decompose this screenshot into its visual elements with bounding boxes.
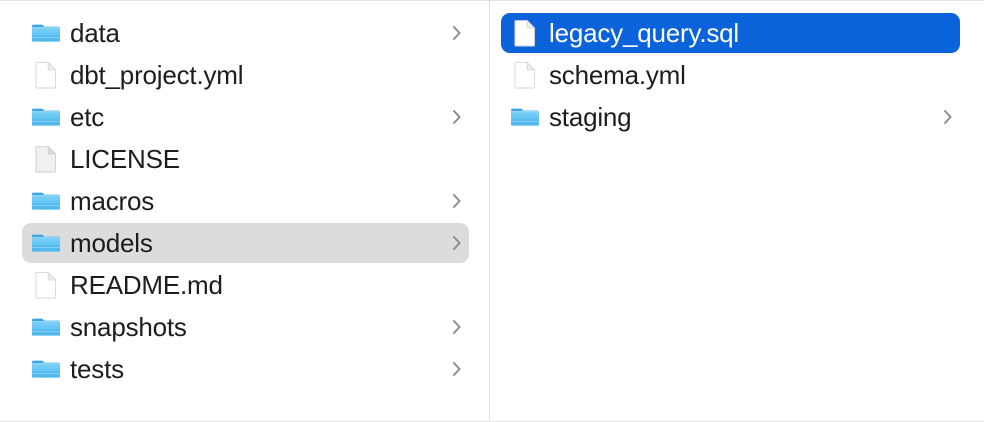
file-row[interactable]: LICENSE <box>22 139 469 179</box>
file-icon-glyph <box>35 61 57 89</box>
chevron-right-icon-glyph <box>453 110 461 124</box>
item-label: macros <box>70 186 155 216</box>
chevron-right-icon[interactable] <box>451 23 463 43</box>
item-label: schema.yml <box>549 60 686 90</box>
item-label: LICENSE <box>70 144 180 174</box>
folder-row[interactable]: macros <box>22 181 469 221</box>
folder-icon <box>32 355 60 383</box>
file-row[interactable]: README.md <box>22 265 469 305</box>
folder-row[interactable]: staging <box>501 97 960 137</box>
chevron-right-icon-glyph <box>453 362 461 376</box>
folder-icon <box>32 313 60 341</box>
folder-icon-glyph <box>511 108 539 126</box>
chevron-right-icon-glyph <box>944 110 952 124</box>
item-label: README.md <box>70 270 223 300</box>
item-label: legacy_query.sql <box>549 18 739 48</box>
folder-row[interactable]: tests <box>22 349 469 389</box>
folder-icon-glyph <box>32 360 60 378</box>
folder-icon <box>32 187 60 215</box>
item-label: etc <box>70 102 105 132</box>
folder-icon <box>32 19 60 47</box>
file-row[interactable]: legacy_query.sql <box>501 13 960 53</box>
folder-icon <box>32 103 60 131</box>
folder-row[interactable]: etc <box>22 97 469 137</box>
file-icon-glyph <box>514 19 536 47</box>
file-icon <box>32 271 60 299</box>
chevron-right-icon-glyph <box>453 320 461 334</box>
file-column-parent[interactable]: data dbt_project.yml etc LICENSE <box>0 1 490 421</box>
item-label: data <box>70 18 120 48</box>
file-icon-glyph <box>35 271 57 299</box>
chevron-right-icon[interactable] <box>451 107 463 127</box>
folder-icon <box>511 103 539 131</box>
folder-row[interactable]: data <box>22 13 469 53</box>
folder-icon-glyph <box>32 234 60 252</box>
folder-icon-glyph <box>32 318 60 336</box>
chevron-right-icon-glyph <box>453 236 461 250</box>
chevron-right-icon[interactable] <box>451 233 463 253</box>
file-plain-icon <box>32 145 60 173</box>
file-icon-glyph <box>35 145 57 173</box>
folder-icon <box>32 229 60 257</box>
file-icon-glyph <box>514 61 536 89</box>
item-label: snapshots <box>70 312 187 342</box>
folder-icon-glyph <box>32 108 60 126</box>
folder-icon-glyph <box>32 24 60 42</box>
file-column-child[interactable]: legacy_query.sql schema.yml staging <box>490 1 983 421</box>
folder-row[interactable]: snapshots <box>22 307 469 347</box>
file-row[interactable]: dbt_project.yml <box>22 55 469 95</box>
file-icon <box>511 61 539 89</box>
file-icon <box>32 61 60 89</box>
chevron-right-icon-glyph <box>453 26 461 40</box>
chevron-right-icon[interactable] <box>451 359 463 379</box>
file-icon <box>511 19 539 47</box>
chevron-right-icon[interactable] <box>451 191 463 211</box>
file-row[interactable]: schema.yml <box>501 55 960 95</box>
folder-icon-glyph <box>32 192 60 210</box>
item-label: staging <box>549 102 632 132</box>
item-label: tests <box>70 354 124 384</box>
chevron-right-icon-glyph <box>453 194 461 208</box>
folder-row[interactable]: models <box>22 223 469 263</box>
chevron-right-icon[interactable] <box>942 107 954 127</box>
item-label: models <box>70 228 153 258</box>
item-label: dbt_project.yml <box>70 60 244 90</box>
chevron-right-icon[interactable] <box>451 317 463 337</box>
